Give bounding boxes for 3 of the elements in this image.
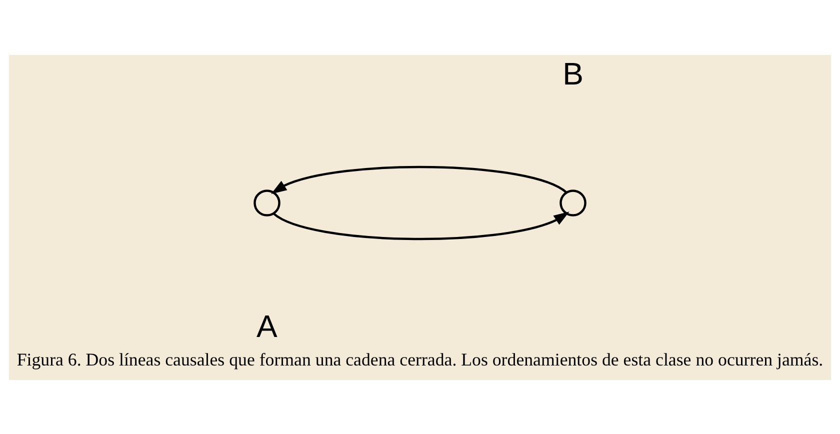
- node-label: A: [256, 308, 278, 344]
- caption: Figura 6. Dos líneas causales que forman una cadena cerrada. Los ordenamientos de esta clase no ocurren jamás.: [16, 348, 824, 369]
- node-label: B: [562, 56, 584, 91]
